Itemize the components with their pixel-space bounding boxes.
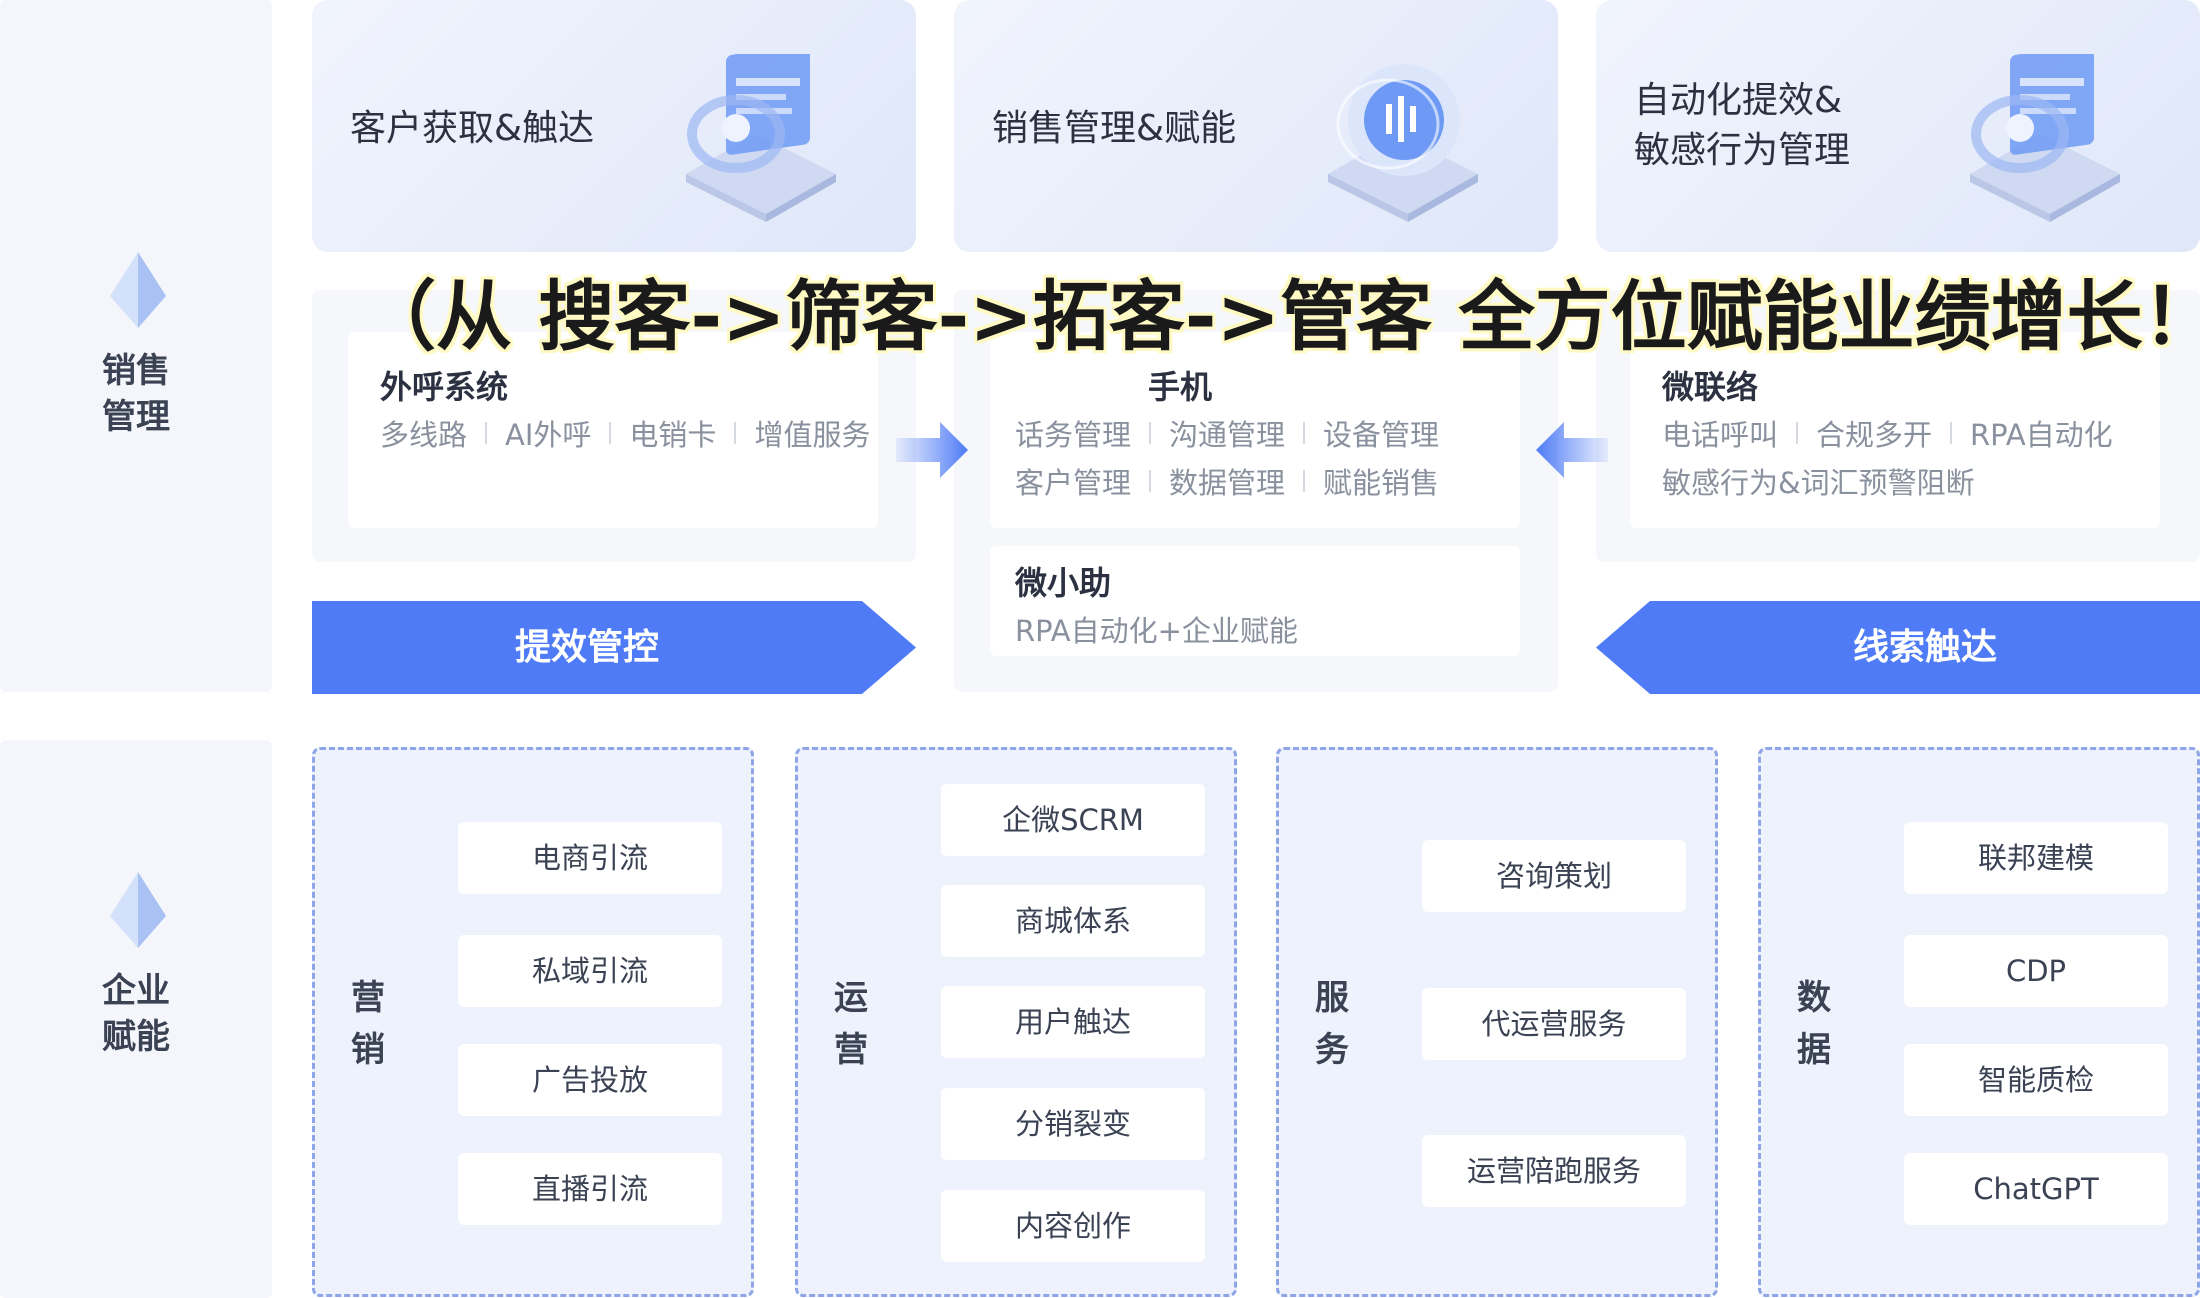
enterprise-empowerment-label: 企业 赋能 — [0, 968, 272, 1060]
audio-sphere-illustration-icon — [1328, 64, 1478, 222]
tag: 客户管理 — [1015, 466, 1132, 500]
group-item: CDP — [1904, 935, 2168, 1007]
efficiency-control-label: 提效管控 — [514, 627, 659, 668]
enterprise-line1: 企业 — [102, 971, 170, 1011]
efficiency-control-banner: 提效管控 — [312, 601, 916, 694]
group-label-char: 销 — [351, 1030, 385, 1070]
tag: 设备管理 — [1323, 418, 1440, 452]
group-item: 私域引流 — [458, 935, 722, 1007]
phone-title: 手机 — [1148, 368, 1213, 406]
group-label-char: 数 — [1797, 978, 1831, 1018]
outbound-system-box — [348, 332, 878, 528]
group-label-char: 营 — [834, 1030, 868, 1070]
group-label-char: 服 — [1315, 978, 1349, 1018]
lead-reach-banner: 线索触达 — [1596, 601, 2200, 694]
group-label: 服 务 — [1307, 972, 1357, 1076]
group-label-char: 据 — [1797, 1030, 1831, 1070]
arrow-right-icon — [896, 422, 968, 478]
marketing-group: 营 销 电商引流 私域引流 广告投放 直播引流 — [312, 747, 754, 1297]
enterprise-empowerment-rail — [0, 740, 272, 1298]
group-item: ChatGPT — [1904, 1153, 2168, 1225]
group-item: 运营陪跑服务 — [1422, 1135, 1686, 1207]
tag: 话务管理 — [1015, 418, 1132, 452]
tag-separator — [1303, 422, 1306, 444]
group-label: 数 据 — [1789, 972, 1839, 1076]
customer-acquisition-card: 客户获取&触达 — [312, 0, 916, 252]
group-item: 电商引流 — [458, 822, 722, 894]
sales-management-card: 销售管理&赋能 — [954, 0, 1558, 252]
tag: 电销卡 — [629, 418, 717, 452]
tag-separator — [1149, 422, 1152, 444]
gem-icon — [110, 872, 166, 948]
tag-separator — [1796, 422, 1799, 444]
tag-separator — [1950, 422, 1953, 444]
group-item: 代运营服务 — [1422, 988, 1686, 1060]
group-label: 营 销 — [343, 972, 393, 1076]
lead-reach-label: 线索触达 — [1852, 627, 1997, 668]
group-item: 内容创作 — [941, 1190, 1205, 1262]
monitor-illustration-icon — [1970, 54, 2120, 222]
sales-management-line2: 管理 — [102, 397, 170, 437]
group-label: 运 营 — [826, 972, 876, 1076]
outbound-system-title: 外呼系统 — [380, 368, 509, 406]
assistant-desc: RPA自动化+企业赋能 — [1015, 614, 1298, 648]
weilian-title: 微联络 — [1662, 368, 1759, 406]
assistant-box — [990, 546, 1520, 656]
group-item: 广告投放 — [458, 1044, 722, 1116]
banner-shape — [312, 601, 916, 694]
tag-separator — [1149, 470, 1152, 492]
enterprise-line2: 赋能 — [102, 1017, 170, 1057]
tag: 沟通管理 — [1169, 418, 1286, 452]
tag: 多线路 — [380, 418, 468, 452]
group-item: 直播引流 — [458, 1153, 722, 1225]
assistant-title: 微小助 — [1015, 564, 1112, 602]
phone-tags-row1: 话务管理 沟通管理 设备管理 — [1015, 412, 1439, 454]
group-item: 咨询策划 — [1422, 840, 1686, 912]
group-label-char: 务 — [1315, 1030, 1349, 1070]
group-item: 用户触达 — [941, 986, 1205, 1058]
tag: 增值服务 — [754, 418, 871, 452]
tag-separator — [734, 422, 737, 444]
group-label-char: 运 — [834, 978, 868, 1018]
tag: 数据管理 — [1169, 466, 1286, 500]
tag: AI外呼 — [505, 418, 592, 452]
group-item: 分销裂变 — [941, 1088, 1205, 1160]
arrow-left-icon — [1536, 422, 1608, 478]
tag: 赋能销售 — [1323, 466, 1440, 500]
phone-tags-row2: 客户管理 数据管理 赋能销售 — [1015, 460, 1439, 502]
tag: 电话呼叫 — [1662, 418, 1779, 452]
group-item: 企微SCRM — [941, 784, 1205, 856]
automation-card: 自动化提效& 敏感行为管理 — [1596, 0, 2200, 252]
card-title-line2: 敏感行为管理 — [1634, 130, 1851, 171]
tag: RPA自动化 — [1970, 418, 2113, 452]
weilian-tags-row1: 电话呼叫 合规多开 RPA自动化 — [1662, 412, 2113, 454]
sales-management-label: 销售 管理 — [0, 348, 272, 440]
group-item: 联邦建模 — [1904, 822, 2168, 894]
gem-icon — [110, 252, 166, 328]
weilian-row2: 敏感行为&词汇预警阻断 — [1662, 466, 1975, 500]
monitor-illustration-icon — [686, 54, 836, 222]
sales-management-rail — [0, 0, 272, 692]
group-item: 商城体系 — [941, 885, 1205, 957]
card-title: 客户获取&触达 — [350, 108, 595, 149]
card-title: 销售管理&赋能 — [992, 108, 1237, 149]
tag-separator — [1303, 470, 1306, 492]
card-title-line1: 自动化提效& — [1634, 80, 1843, 121]
operations-group: 运 营 企微SCRM 商城体系 用户触达 分销裂变 内容创作 — [795, 747, 1237, 1297]
tag-separator — [485, 422, 488, 444]
tag: 合规多开 — [1816, 418, 1933, 452]
group-item: 智能质检 — [1904, 1044, 2168, 1116]
data-group: 数 据 联邦建模 CDP 智能质检 ChatGPT — [1758, 747, 2200, 1297]
weilian-box — [1630, 332, 2160, 528]
tag-separator — [609, 422, 612, 444]
phone-box — [990, 332, 1520, 528]
overlay-caption: （从 搜客->筛客->拓客->管客 全方位赋能业绩增长！） — [360, 272, 2200, 361]
group-label-char: 营 — [351, 978, 385, 1018]
banner-shape — [1596, 601, 2200, 694]
service-group: 服 务 咨询策划 代运营服务 运营陪跑服务 — [1276, 747, 1718, 1297]
sales-management-line1: 销售 — [102, 351, 170, 391]
outbound-tags: 多线路 AI外呼 电销卡 增值服务 — [380, 412, 870, 454]
